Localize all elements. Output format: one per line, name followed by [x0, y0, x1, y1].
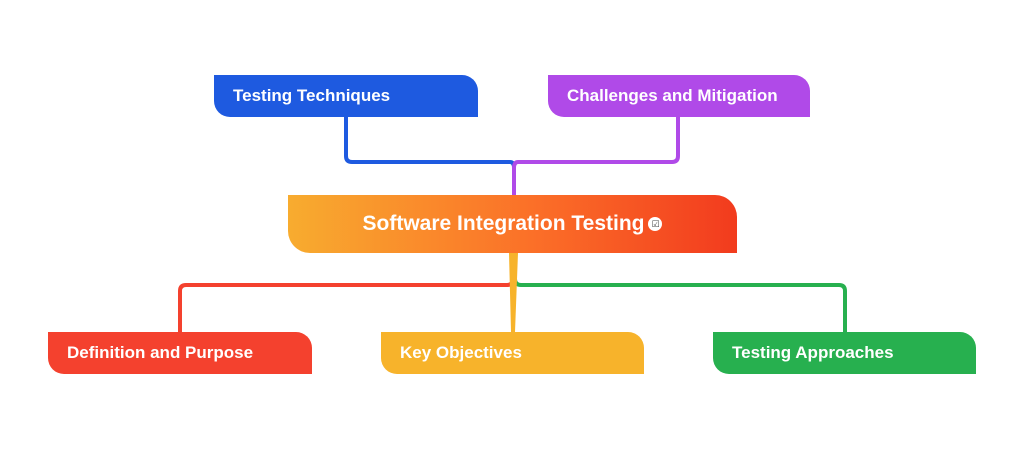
topic-key-objectives[interactable]: Key Objectives: [381, 332, 644, 374]
topic-label: Key Objectives: [400, 343, 522, 362]
connector-testing-approaches: [513, 251, 847, 334]
connector-challenges-and-mitigation: [512, 115, 680, 197]
topic-testing-techniques[interactable]: Testing Techniques: [214, 75, 478, 117]
topic-challenges-and-mitigation[interactable]: Challenges and Mitigation: [548, 75, 810, 117]
topic-label: Definition and Purpose: [67, 343, 254, 362]
central-topic-label: Software Integration Testing: [362, 212, 645, 235]
topic-label: Testing Approaches: [732, 343, 894, 362]
connector-testing-techniques: [344, 115, 516, 197]
central-topic[interactable]: Software Integration Testing ☑: [288, 195, 737, 253]
topic-testing-approaches[interactable]: Testing Approaches: [713, 332, 976, 374]
connector-key-objectives: [509, 253, 518, 332]
note-icon[interactable]: ☑: [648, 217, 663, 231]
topic-label: Testing Techniques: [233, 86, 391, 105]
topic-label: Challenges and Mitigation: [567, 86, 778, 105]
topic-definition-and-purpose[interactable]: Definition and Purpose: [48, 332, 312, 374]
connector-definition-and-purpose: [178, 251, 515, 334]
